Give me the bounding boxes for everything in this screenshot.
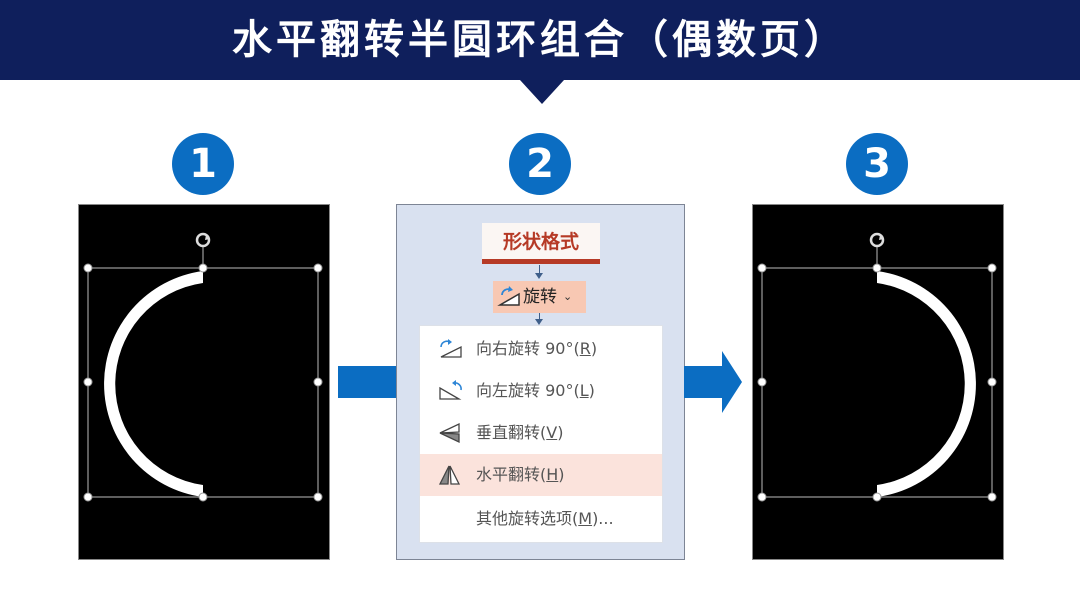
step-badge-2: 2 bbox=[509, 133, 571, 195]
rotate-icon bbox=[497, 286, 520, 306]
step-badge-3: 3 bbox=[846, 133, 908, 195]
flow-arrow-icon bbox=[535, 273, 543, 279]
arrow-right-icon bbox=[684, 351, 742, 413]
rotate-button[interactable]: 旋转 ⌄ bbox=[493, 281, 586, 313]
chevron-down-icon: ⌄ bbox=[563, 290, 573, 303]
rotate-handle-icon[interactable] bbox=[195, 232, 211, 248]
flow-connector bbox=[539, 313, 540, 321]
menu-item-flip-horizontal[interactable]: 水平翻转(H) bbox=[420, 454, 662, 496]
banner-pointer bbox=[520, 80, 564, 104]
arrow-right-icon bbox=[338, 366, 398, 398]
resize-handles[interactable] bbox=[757, 263, 997, 502]
rotate-right-90-icon bbox=[440, 339, 462, 358]
menu-item-flip-vertical[interactable]: 垂直翻转(V) bbox=[420, 412, 662, 454]
rotate-dropdown-menu: 向右旋转 90°(R) 向左旋转 90°(L) 垂直翻转(V) 水平翻转(H) bbox=[419, 325, 663, 543]
menu-item-rotate-left[interactable]: 向左旋转 90°(L) bbox=[420, 370, 662, 412]
half-ring-left-shape[interactable] bbox=[79, 205, 331, 561]
flow-arrow-icon bbox=[535, 319, 543, 325]
tab-underline bbox=[482, 259, 600, 264]
menu-item-more-rotation-options[interactable]: 其他旋转选项(M)... bbox=[476, 509, 614, 528]
resize-handles[interactable] bbox=[83, 263, 323, 502]
tab-shape-format[interactable]: 形状格式 bbox=[482, 223, 600, 261]
flow-connector bbox=[539, 265, 540, 275]
flip-horizontal-icon bbox=[438, 465, 461, 485]
canvas-before bbox=[78, 204, 330, 560]
rotate-left-90-icon bbox=[439, 380, 462, 400]
canvas-after bbox=[752, 204, 1004, 560]
format-menu-panel: 形状格式 旋转 ⌄ 向右旋转 90°(R) 向左 bbox=[396, 204, 685, 560]
flip-vertical-icon bbox=[439, 422, 460, 444]
page-title: 水平翻转半圆环组合（偶数页） bbox=[232, 17, 848, 63]
rotate-button-label: 旋转 bbox=[523, 287, 557, 307]
rotate-handle-icon[interactable] bbox=[869, 232, 885, 248]
half-ring-right-shape[interactable] bbox=[753, 205, 1005, 561]
step-badge-1: 1 bbox=[172, 133, 234, 195]
header-banner: 水平翻转半圆环组合（偶数页） bbox=[0, 0, 1080, 80]
menu-item-rotate-right[interactable]: 向右旋转 90°(R) bbox=[420, 328, 662, 370]
